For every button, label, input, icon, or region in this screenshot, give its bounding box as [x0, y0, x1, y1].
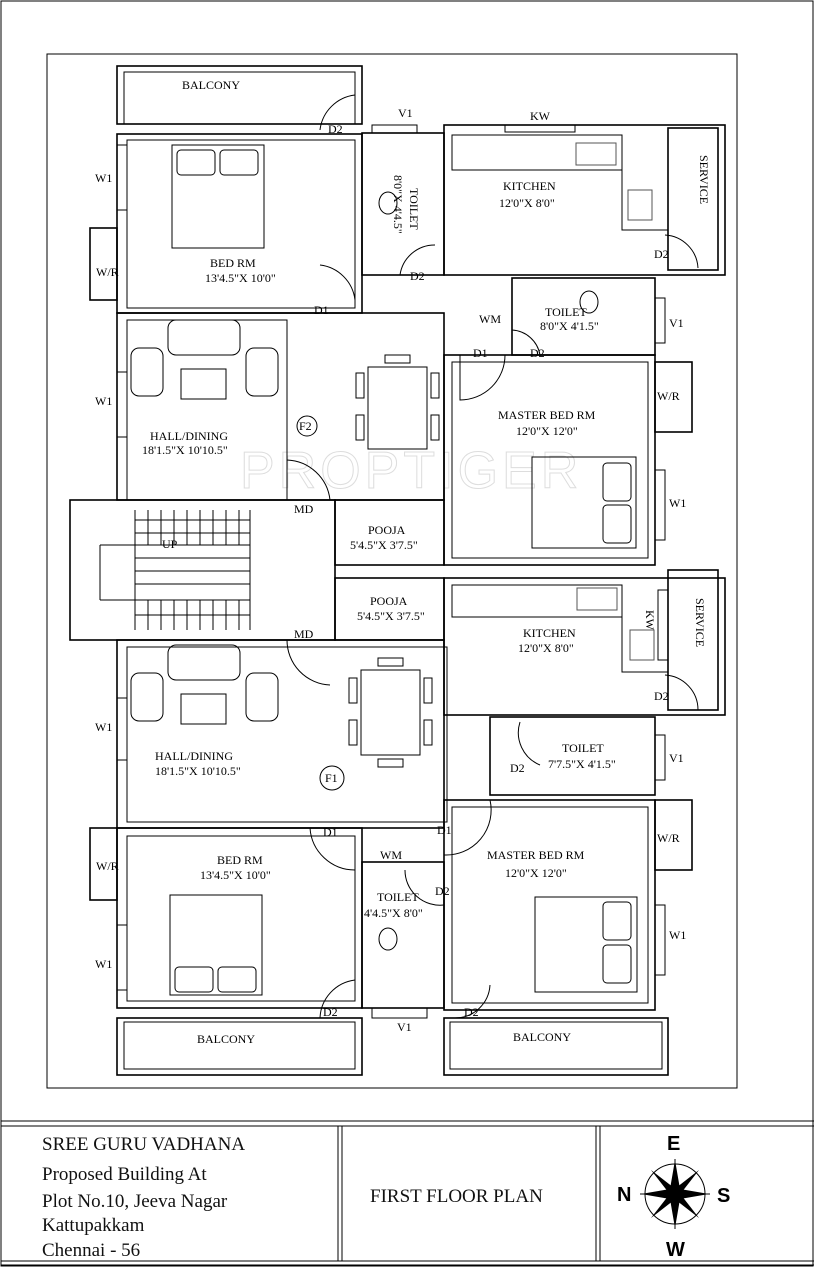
- svg-text:N: N: [617, 1184, 631, 1206]
- svg-text:18'1.5"X 10'10.5": 18'1.5"X 10'10.5": [142, 443, 228, 457]
- svg-text:S: S: [717, 1185, 730, 1207]
- drawing-title: FIRST FLOOR PLAN: [370, 1186, 543, 1207]
- svg-text:W1: W1: [669, 496, 686, 510]
- svg-text:12'0"X 8'0": 12'0"X 8'0": [518, 641, 574, 655]
- svg-text:V1: V1: [398, 106, 413, 120]
- svg-text:WM: WM: [380, 848, 402, 862]
- svg-text:Proposed Building At: Proposed Building At: [42, 1164, 207, 1185]
- compass-icon: E N S W: [617, 1133, 730, 1261]
- svg-text:18'1.5"X 10'10.5": 18'1.5"X 10'10.5": [155, 764, 241, 778]
- svg-text:TOILET: TOILET: [407, 188, 421, 230]
- svg-text:8'0"X 4'4.5": 8'0"X 4'4.5": [391, 175, 405, 234]
- svg-text:POOJA: POOJA: [370, 594, 408, 608]
- svg-text:4'4.5"X 8'0": 4'4.5"X 8'0": [364, 906, 423, 920]
- svg-text:KW: KW: [643, 610, 657, 631]
- svg-text:13'4.5"X 10'0": 13'4.5"X 10'0": [205, 271, 276, 285]
- svg-text:V1: V1: [669, 316, 684, 330]
- svg-text:12'0"X 12'0": 12'0"X 12'0": [505, 866, 567, 880]
- svg-text:TOILET: TOILET: [562, 741, 604, 755]
- svg-text:TOILET: TOILET: [377, 890, 419, 904]
- watermark: PROPTIGER: [240, 442, 582, 500]
- svg-text:12'0"X 12'0": 12'0"X 12'0": [516, 424, 578, 438]
- svg-text:W/R: W/R: [657, 389, 680, 403]
- title-block: SREE GURU VADHANA Proposed Building At P…: [1, 1120, 814, 1266]
- svg-text:12'0"X 8'0": 12'0"X 8'0": [499, 196, 555, 210]
- opening-tags: D2 V1 KW W1 W/R D1 D2 D2 WM D1 D2 V1 W/R…: [95, 106, 686, 1034]
- svg-text:W1: W1: [95, 957, 112, 971]
- svg-text:HALL/DINING: HALL/DINING: [150, 429, 228, 443]
- svg-text:BED RM: BED RM: [210, 256, 256, 270]
- svg-text:W: W: [666, 1239, 685, 1261]
- svg-text:7'7.5"X 4'1.5": 7'7.5"X 4'1.5": [548, 757, 616, 771]
- svg-text:E: E: [667, 1133, 680, 1155]
- door-swings: [286, 94, 699, 1019]
- svg-text:Chennai - 56: Chennai - 56: [42, 1240, 140, 1261]
- svg-text:8'0"X 4'1.5": 8'0"X 4'1.5": [540, 319, 599, 333]
- plot-boundary: [46, 53, 738, 1089]
- svg-text:MD: MD: [294, 627, 314, 641]
- svg-text:5'4.5"X 3'7.5": 5'4.5"X 3'7.5": [357, 609, 425, 623]
- svg-text:HALL/DINING: HALL/DINING: [155, 749, 233, 763]
- svg-text:BALCONY: BALCONY: [197, 1032, 255, 1046]
- svg-text:W/R: W/R: [657, 831, 680, 845]
- svg-text:MD: MD: [294, 502, 314, 516]
- svg-text:WM: WM: [479, 312, 501, 326]
- svg-text:BED RM: BED RM: [217, 853, 263, 867]
- svg-text:5'4.5"X 3'7.5": 5'4.5"X 3'7.5": [350, 538, 418, 552]
- svg-text:D2: D2: [464, 1005, 479, 1019]
- svg-text:BALCONY: BALCONY: [182, 78, 240, 92]
- svg-text:KITCHEN: KITCHEN: [503, 179, 556, 193]
- svg-text:D2: D2: [323, 1005, 338, 1019]
- svg-text:UP: UP: [162, 537, 178, 551]
- svg-text:D2: D2: [530, 346, 545, 360]
- svg-text:MASTER BED RM: MASTER BED RM: [487, 848, 585, 862]
- svg-text:D1: D1: [437, 823, 452, 837]
- svg-text:D2: D2: [410, 269, 425, 283]
- svg-text:D1: D1: [473, 346, 488, 360]
- svg-text:Plot No.10, Jeeva Nagar: Plot No.10, Jeeva Nagar: [42, 1191, 228, 1212]
- svg-text:Kattupakkam: Kattupakkam: [42, 1215, 145, 1236]
- svg-text:TOILET: TOILET: [545, 305, 587, 319]
- svg-text:POOJA: POOJA: [368, 523, 406, 537]
- svg-text:BALCONY: BALCONY: [513, 1030, 571, 1044]
- svg-text:W1: W1: [95, 171, 112, 185]
- svg-text:W/R: W/R: [96, 859, 119, 873]
- svg-text:W1: W1: [95, 720, 112, 734]
- svg-text:SERVICE: SERVICE: [693, 598, 707, 647]
- svg-text:F2: F2: [299, 419, 312, 433]
- project-name: SREE GURU VADHANA: [42, 1134, 245, 1155]
- furniture: [130, 142, 655, 996]
- svg-text:F1: F1: [325, 771, 338, 785]
- svg-text:D2: D2: [510, 761, 525, 775]
- walls: [69, 65, 726, 1076]
- room-labels: BALCONY BED RM 13'4.5"X 10'0" TOILET 8'0…: [142, 78, 711, 1046]
- svg-text:KW: KW: [530, 109, 551, 123]
- svg-text:D1: D1: [314, 303, 329, 317]
- svg-text:D2: D2: [654, 247, 669, 261]
- svg-text:V1: V1: [669, 751, 684, 765]
- svg-text:V1: V1: [397, 1020, 412, 1034]
- svg-text:W/R: W/R: [96, 265, 119, 279]
- svg-text:D2: D2: [328, 122, 343, 136]
- svg-text:D2: D2: [435, 884, 450, 898]
- svg-text:W1: W1: [669, 928, 686, 942]
- svg-text:KITCHEN: KITCHEN: [523, 626, 576, 640]
- svg-text:D1: D1: [323, 825, 338, 839]
- svg-text:W1: W1: [95, 394, 112, 408]
- svg-text:D2: D2: [654, 689, 669, 703]
- svg-text:13'4.5"X 10'0": 13'4.5"X 10'0": [200, 868, 271, 882]
- svg-text:SERVICE: SERVICE: [697, 155, 711, 204]
- svg-text:MASTER BED RM: MASTER BED RM: [498, 408, 596, 422]
